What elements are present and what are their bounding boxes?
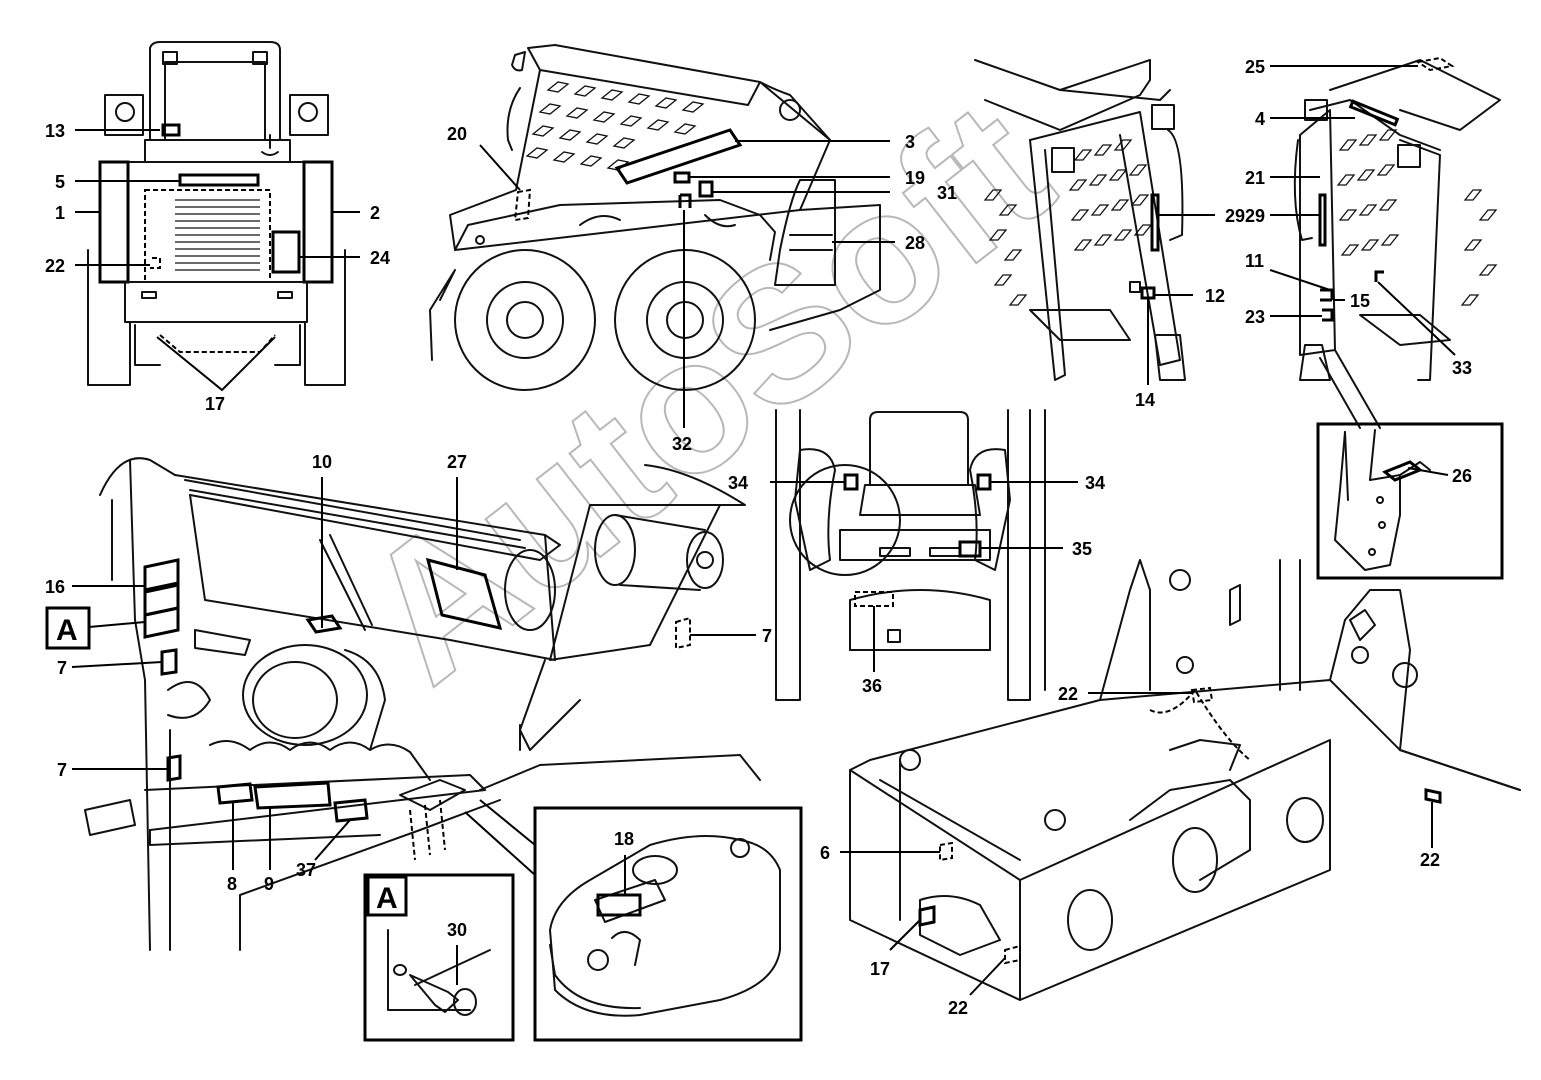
front-seat-view (775, 409, 1046, 701)
callout-12: 12 (1205, 286, 1225, 306)
decal-4 (1348, 99, 1400, 127)
decal-22-frame-right (1424, 788, 1442, 804)
callout-13: 13 (45, 121, 65, 141)
callout-7-a: 7 (57, 658, 67, 678)
frame-view (849, 559, 1521, 1001)
callout-37: 37 (296, 860, 316, 880)
callout-3: 3 (905, 132, 915, 152)
decal-7-left-bottom (166, 754, 182, 782)
rear-door-view-left (974, 59, 1186, 381)
watermark-text: AutoSoft (325, 62, 1087, 723)
callout-17: 17 (205, 394, 225, 414)
loader-interior-view (84, 457, 761, 951)
callout-29b: 29 (1245, 206, 1265, 226)
callout-15: 15 (1350, 291, 1370, 311)
rear-view-machine (87, 41, 346, 386)
decal-32 (678, 193, 692, 208)
callout-35: 35 (1072, 539, 1092, 559)
callout-7-b: 7 (57, 760, 67, 780)
callout-20: 20 (447, 124, 467, 144)
callout-25: 25 (1245, 57, 1265, 77)
callout-16: 16 (45, 577, 65, 597)
callout-31: 31 (937, 183, 957, 203)
decal-33 (1374, 270, 1384, 282)
callout-1: 1 (55, 203, 65, 223)
callout-24: 24 (370, 248, 390, 268)
callout-2: 2 (370, 203, 380, 223)
decal-7-left-top (160, 648, 178, 676)
callout-10: 10 (312, 452, 332, 472)
decal-3 (614, 128, 743, 185)
decal-34-left (843, 473, 859, 491)
callout-9: 9 (264, 874, 274, 894)
side-cab-mesh (525, 81, 705, 171)
view-a-label-inset: A (376, 882, 398, 915)
decal-19 (673, 171, 691, 184)
callout-33: 33 (1452, 358, 1472, 378)
decal-37 (333, 798, 369, 823)
decal-13 (161, 123, 181, 137)
callout-28: 28 (905, 233, 925, 253)
decal-22-frame-top (1190, 686, 1214, 704)
decal-22-frame-bottom (1004, 944, 1021, 965)
decal-29 (1150, 193, 1160, 252)
view-a-inset (363, 873, 515, 1042)
decal-36 (854, 591, 894, 607)
detail-inset-26 (1316, 422, 1504, 580)
callout-34-left: 34 (728, 473, 748, 493)
callout-30: 30 (447, 920, 467, 940)
decal-6 (939, 841, 953, 862)
callout-4: 4 (1255, 109, 1265, 129)
callout-7-c: 7 (762, 626, 772, 646)
decal-22-rear (150, 257, 161, 269)
decal-31 (698, 180, 714, 198)
decal-27 (425, 557, 503, 631)
callout-22-frame-bottom: 22 (948, 998, 968, 1018)
callout-29: 29 (1225, 206, 1245, 226)
callout-21: 21 (1245, 168, 1265, 188)
callout-22: 22 (45, 256, 65, 276)
callout-18: 18 (614, 829, 634, 849)
decal-9 (253, 781, 332, 810)
rear-door-view-right (1293, 56, 1501, 429)
callout-14: 14 (1135, 390, 1155, 410)
decal-21 (1318, 193, 1327, 247)
callout-11: 11 (1245, 251, 1264, 271)
callout-36: 36 (862, 676, 882, 696)
callout-22-frame-top: 22 (1058, 684, 1078, 704)
watermark: AutoSoft (324, 61, 1088, 724)
decal-10 (305, 614, 343, 634)
callout-17-frame: 17 (870, 959, 890, 979)
callout-22-frame-right: 22 (1420, 850, 1440, 870)
callout-34-right: 34 (1085, 473, 1105, 493)
leader-lines (71, 65, 1456, 996)
decal-25 (1415, 56, 1455, 72)
view-a-label-left: A (56, 614, 78, 647)
fuel-tank-inset (464, 799, 803, 1042)
decal-5 (178, 173, 260, 187)
callout-numbers: 13 5 1 2 22 24 17 20 3 19 31 28 32 29 12… (45, 57, 1472, 1018)
callout-23: 23 (1245, 307, 1265, 327)
callout-8: 8 (227, 874, 237, 894)
callout-32: 32 (672, 434, 692, 454)
callout-6: 6 (820, 843, 830, 863)
callout-19: 19 (905, 168, 925, 188)
rear-grille (175, 199, 260, 271)
decal-18 (596, 893, 642, 917)
decal-24 (271, 230, 301, 274)
decal-20 (513, 188, 532, 222)
decal-A (143, 606, 180, 639)
decal-11-15-23 (1320, 288, 1334, 322)
view-a-label-box-left (45, 606, 91, 650)
decal-34-right (976, 473, 992, 491)
decal-7-right (675, 616, 691, 650)
decal-26 (1382, 460, 1423, 482)
callout-27: 27 (447, 452, 467, 472)
decal-8 (216, 782, 254, 805)
callout-26: 26 (1452, 466, 1472, 486)
decal-17-frame (918, 905, 936, 927)
callout-5: 5 (55, 172, 65, 192)
